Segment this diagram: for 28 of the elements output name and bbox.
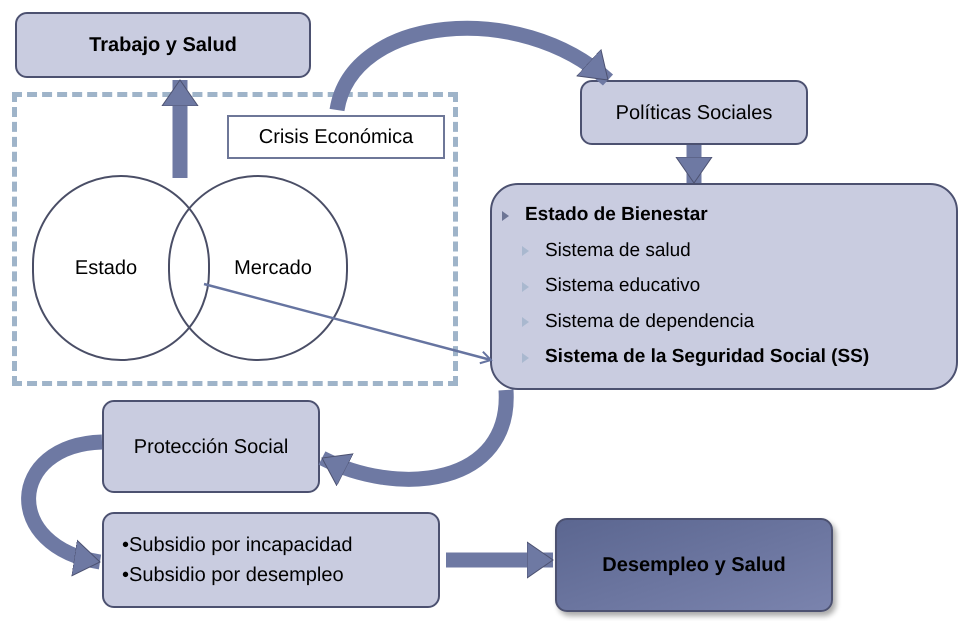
- process-box: [580, 80, 808, 145]
- list-heading: Estado de Bienestar: [525, 203, 708, 228]
- node-label: Desempleo y Salud: [602, 553, 786, 578]
- list-item: •Subsidio por incapacidad: [122, 533, 354, 558]
- node-label: Mercado: [233, 256, 312, 281]
- block-arrow: [21, 434, 103, 574]
- result-box: [555, 518, 833, 612]
- list-box: [490, 183, 958, 390]
- block-arrow: [676, 145, 712, 184]
- block-arrow: [318, 390, 514, 487]
- label-box: [227, 115, 445, 159]
- node-label: Crisis Económica: [258, 125, 414, 150]
- list-item: Sistema de dependencia: [545, 310, 754, 334]
- list-item: •Subsidio por desempleo: [122, 563, 345, 588]
- node-label: Políticas Sociales: [616, 100, 772, 126]
- node-label: Protección Social: [134, 434, 288, 460]
- title-box: [15, 12, 311, 78]
- list-heading: Sistema de la Seguridad Social (SS): [545, 345, 870, 370]
- list-item: Sistema de salud: [545, 238, 691, 263]
- block-arrow: [446, 542, 554, 578]
- arrow: [204, 282, 492, 364]
- list-box: [102, 512, 440, 608]
- block-arrow: [162, 80, 198, 178]
- node-label: Trabajo y Salud: [89, 33, 237, 58]
- dashed-region: [12, 92, 458, 386]
- list-item: Sistema educativo: [545, 274, 700, 298]
- process-box: [102, 400, 320, 493]
- node-label: Estado: [74, 256, 138, 281]
